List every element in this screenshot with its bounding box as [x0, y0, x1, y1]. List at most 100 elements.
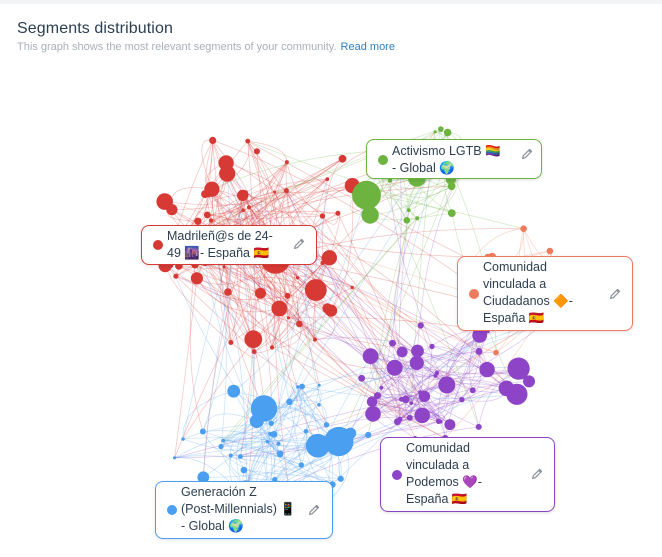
- graph-edge: [171, 158, 343, 211]
- graph-edge: [170, 265, 281, 455]
- graph-node: [270, 431, 278, 438]
- graph-node: [493, 349, 499, 356]
- graph-edge: [182, 433, 271, 451]
- graph-node: [238, 454, 243, 459]
- pencil-icon[interactable]: [608, 287, 622, 301]
- graph-edge: [440, 335, 481, 422]
- graph-edge: [212, 140, 463, 278]
- segment-card-genz[interactable]: Generación Z (Post-Millennials) 📱 - Glob…: [155, 481, 333, 539]
- graph-edge: [182, 437, 318, 447]
- graph-node: [253, 148, 260, 155]
- pencil-icon[interactable]: [520, 147, 534, 161]
- graph-edge: [242, 195, 463, 401]
- pencil-icon[interactable]: [307, 503, 321, 517]
- graph-edge: [175, 275, 507, 389]
- graph-edge: [245, 152, 445, 488]
- graph-node: [317, 403, 321, 407]
- graph-node: [358, 374, 366, 382]
- segment-card-lgtb[interactable]: Activismo LGTB 🏳️‍🌈 - Global 🌍: [366, 139, 542, 179]
- graph-edge: [370, 355, 518, 395]
- graph-node: [475, 423, 482, 430]
- graph-edge: [254, 351, 327, 425]
- graph-edge: [377, 395, 413, 414]
- graph-edge: [233, 391, 281, 455]
- graph-edge: [182, 390, 234, 440]
- graph-node: [546, 247, 554, 255]
- graph-edge: [377, 374, 436, 396]
- graph-node: [190, 272, 203, 285]
- graph-node: [414, 407, 431, 424]
- graph-edge: [230, 422, 272, 456]
- graph-edge: [298, 323, 395, 369]
- segment-color-dot: [167, 505, 177, 515]
- graph-node: [194, 217, 202, 225]
- segment-card-ciudadanos[interactable]: Comunidad vinculada a Ciudadanos 🔶- Espa…: [457, 256, 633, 331]
- segment-card-podemos[interactable]: Comunidad vinculada a Podemos 💜- España …: [380, 437, 555, 512]
- segment-label: Generación Z (Post-Millennials) 📱 - Glob…: [181, 485, 296, 533]
- graph-node: [350, 285, 354, 290]
- graph-edge: [174, 455, 333, 486]
- graph-edge: [405, 372, 438, 419]
- segment-card-madrid[interactable]: Madrileñ@s de 24- 49 🌆- España 🇪🇸: [141, 225, 317, 265]
- read-more-link[interactable]: Read more: [340, 41, 395, 53]
- graph-node: [284, 160, 289, 165]
- graph-edge: [377, 394, 446, 439]
- graph-edge: [202, 431, 275, 480]
- graph-node: [459, 397, 465, 403]
- graph-edge: [438, 335, 480, 422]
- graph-edge: [286, 162, 338, 214]
- graph-node: [299, 383, 305, 390]
- graph-node: [394, 418, 401, 426]
- graph-edge: [420, 325, 507, 389]
- graph-edge: [286, 190, 433, 347]
- graph-edge: [194, 185, 452, 235]
- top-border: [0, 0, 662, 4]
- graph-edge: [202, 413, 257, 432]
- graph-node: [321, 254, 330, 263]
- graph-edge: [202, 430, 281, 455]
- graph-edge: [372, 409, 439, 422]
- graph-edge: [337, 213, 423, 416]
- graph-edge: [226, 173, 302, 466]
- graph-edge: [398, 210, 410, 420]
- graph-edge: [410, 351, 479, 404]
- graph-edge: [338, 434, 369, 479]
- graph-edge: [289, 401, 334, 485]
- graph-edge: [368, 159, 480, 428]
- graph-node: [389, 339, 396, 347]
- graph-edge: [338, 346, 433, 442]
- graph-edge: [322, 213, 339, 225]
- graph-node: [361, 206, 379, 224]
- graph-node: [269, 345, 275, 350]
- graph-edge: [410, 387, 463, 404]
- graph-edge: [397, 335, 480, 422]
- graph-node: [403, 217, 411, 224]
- graph-edge: [227, 291, 418, 352]
- graph-node: [444, 419, 456, 431]
- graph-edge: [267, 441, 341, 482]
- graph-edge: [204, 261, 316, 291]
- pencil-icon[interactable]: [530, 467, 544, 481]
- graph-edge: [229, 455, 275, 480]
- graph-edge: [286, 190, 423, 416]
- graph-edge: [278, 308, 319, 446]
- graph-edge: [381, 387, 446, 439]
- graph-node: [433, 130, 437, 134]
- graph-edge: [431, 346, 507, 389]
- graph-edge: [260, 429, 271, 442]
- graph-node: [181, 437, 185, 441]
- graph-node: [245, 138, 251, 144]
- graph-edge: [338, 317, 540, 442]
- graph-edge: [189, 264, 204, 432]
- graph-edge: [401, 351, 473, 391]
- graph-edge: [288, 317, 371, 357]
- graph-nodes: [156, 126, 554, 510]
- graph-edge: [389, 180, 452, 198]
- graph-edge: [422, 330, 488, 416]
- graph-node: [401, 395, 410, 404]
- graph-edge: [211, 189, 265, 409]
- pencil-icon[interactable]: [292, 237, 306, 251]
- graph-node: [271, 300, 288, 317]
- graph-edge: [394, 367, 463, 402]
- graph-node: [208, 218, 214, 223]
